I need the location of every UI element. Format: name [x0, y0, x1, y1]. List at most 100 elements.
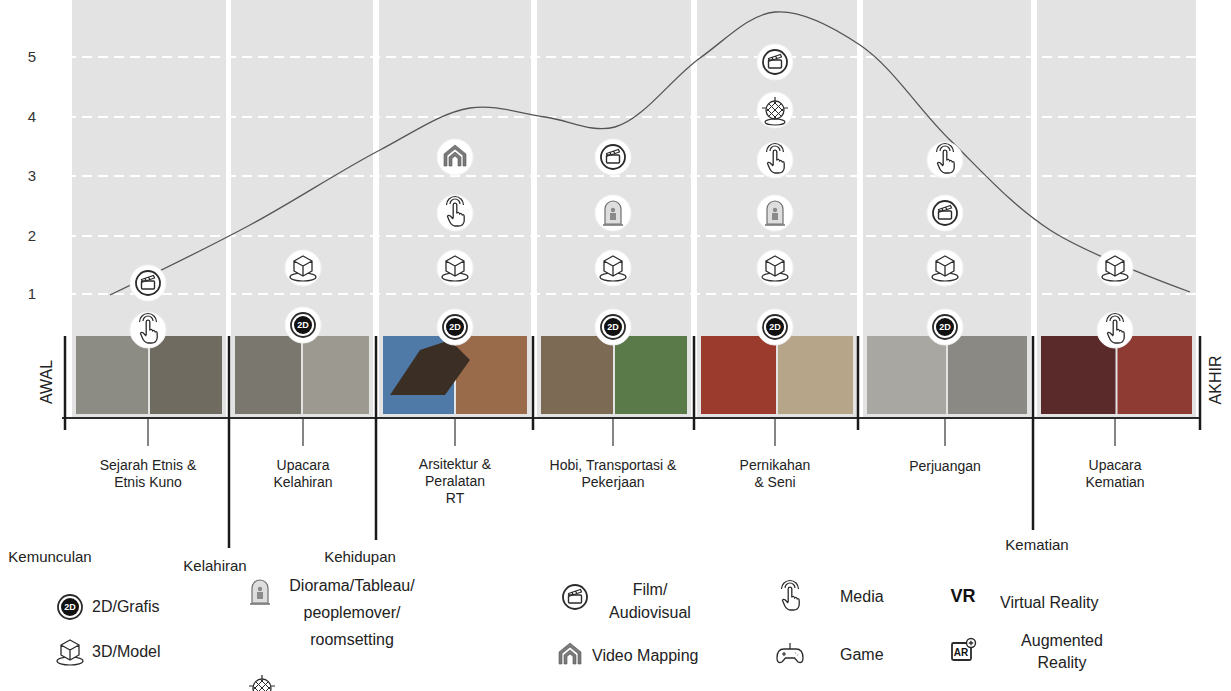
icon-cube — [294, 256, 312, 276]
icon-diorama — [605, 201, 621, 224]
icon-text: VR — [950, 586, 975, 608]
icon-hand — [783, 587, 800, 610]
section-label: Arsitektur & Peralatan RT — [417, 456, 494, 506]
grid-line — [50, 116, 1231, 118]
photo — [701, 336, 776, 414]
photo — [948, 336, 1027, 414]
grid-line — [50, 293, 1231, 295]
axis-number: 2 — [28, 227, 36, 245]
media-icon — [927, 309, 963, 345]
icon-clapper-top — [569, 590, 582, 597]
icon-halo — [757, 195, 793, 231]
icon-diorama — [252, 580, 268, 603]
phase-separator — [1199, 336, 1202, 430]
icon-figure-head — [611, 208, 615, 212]
icon-ar-plus — [967, 639, 976, 648]
media-icon — [774, 581, 806, 614]
media-icon — [595, 309, 631, 345]
icon-halo — [437, 195, 473, 231]
media-icon — [559, 581, 591, 613]
media-icon — [285, 250, 321, 286]
section-label: Sejarah Etnis & Etnis Kuno — [86, 457, 211, 491]
legend-label: Augmented Reality — [1007, 630, 1117, 674]
axis-number: 3 — [28, 167, 36, 185]
icon-cable — [789, 643, 790, 649]
phase-separator — [532, 336, 535, 430]
photo — [615, 336, 687, 414]
legend-label: Media — [840, 587, 884, 606]
section-label: Upacara Kelahiran — [261, 457, 346, 491]
roof-shape — [390, 340, 470, 395]
icon-cube — [1106, 256, 1124, 276]
section-label: Upacara Kematian — [1073, 457, 1158, 491]
icon-clapper-top — [939, 206, 952, 213]
icon-cube — [61, 640, 79, 660]
phase-label: Kematian — [1005, 536, 1068, 554]
timeline-axis — [62, 417, 1200, 419]
icon-disc — [766, 318, 784, 336]
media-icon — [246, 672, 278, 691]
media-icon — [947, 635, 979, 667]
photo — [1041, 336, 1116, 414]
icon-halo — [757, 44, 793, 80]
tick-mark — [1114, 418, 1115, 446]
grid-line — [50, 175, 1231, 177]
legend-label: 3D/Model — [92, 642, 160, 661]
column-band — [697, 0, 857, 418]
icon-text: 2D — [939, 322, 951, 333]
photo-strip — [76, 336, 1192, 414]
icon-figure-head — [258, 587, 262, 591]
icon-disc — [604, 318, 622, 336]
icon-halo — [130, 312, 166, 348]
icon-text: AR — [954, 647, 968, 659]
photo — [867, 336, 946, 414]
icon-halo — [774, 581, 806, 613]
column-band — [863, 0, 1031, 418]
icon-halo — [947, 635, 979, 667]
photo — [1118, 336, 1193, 414]
icon-plinth — [765, 224, 785, 226]
icon-halo — [757, 250, 793, 286]
column-band — [1037, 0, 1196, 418]
media-icon — [437, 195, 473, 231]
icon-plinth — [603, 224, 623, 226]
icon-halo — [54, 636, 86, 668]
media-icon — [774, 639, 806, 671]
media-icon — [927, 142, 963, 178]
icon-halo — [1097, 250, 1133, 286]
icon-figure-head — [773, 208, 777, 212]
icon-controller — [777, 649, 803, 663]
media-icon — [54, 636, 86, 668]
icon-halo — [774, 639, 806, 671]
media-icon — [1097, 250, 1133, 286]
icon-halo — [757, 309, 793, 345]
phase-label: Kelahiran — [183, 557, 246, 575]
icon-halo — [554, 639, 586, 671]
legend-label: 2D/Grafis — [92, 597, 160, 616]
icon-halo — [130, 265, 166, 301]
icon-clapper-top — [769, 55, 782, 62]
tick-mark — [147, 418, 148, 446]
media-icon — [1097, 312, 1133, 348]
column-band — [72, 0, 226, 418]
section-label: Pernikahan & Seni — [735, 457, 815, 491]
icon-halo — [559, 581, 591, 613]
icon-halo — [927, 195, 963, 231]
media-icon — [927, 195, 963, 231]
timeline — [62, 336, 1200, 548]
icon-text: 2D — [607, 322, 619, 333]
column-band — [379, 0, 531, 418]
media-icon — [927, 250, 963, 286]
icon-ring — [933, 315, 957, 339]
media-icon — [130, 312, 166, 348]
icon-hand — [141, 320, 158, 343]
tick-mark — [774, 418, 775, 446]
icon-halo — [437, 139, 473, 175]
column-band — [537, 0, 691, 418]
section-label: Perjuangan — [895, 458, 995, 475]
icon-halo — [595, 139, 631, 175]
photo — [235, 336, 301, 414]
phase-separator — [857, 336, 860, 430]
